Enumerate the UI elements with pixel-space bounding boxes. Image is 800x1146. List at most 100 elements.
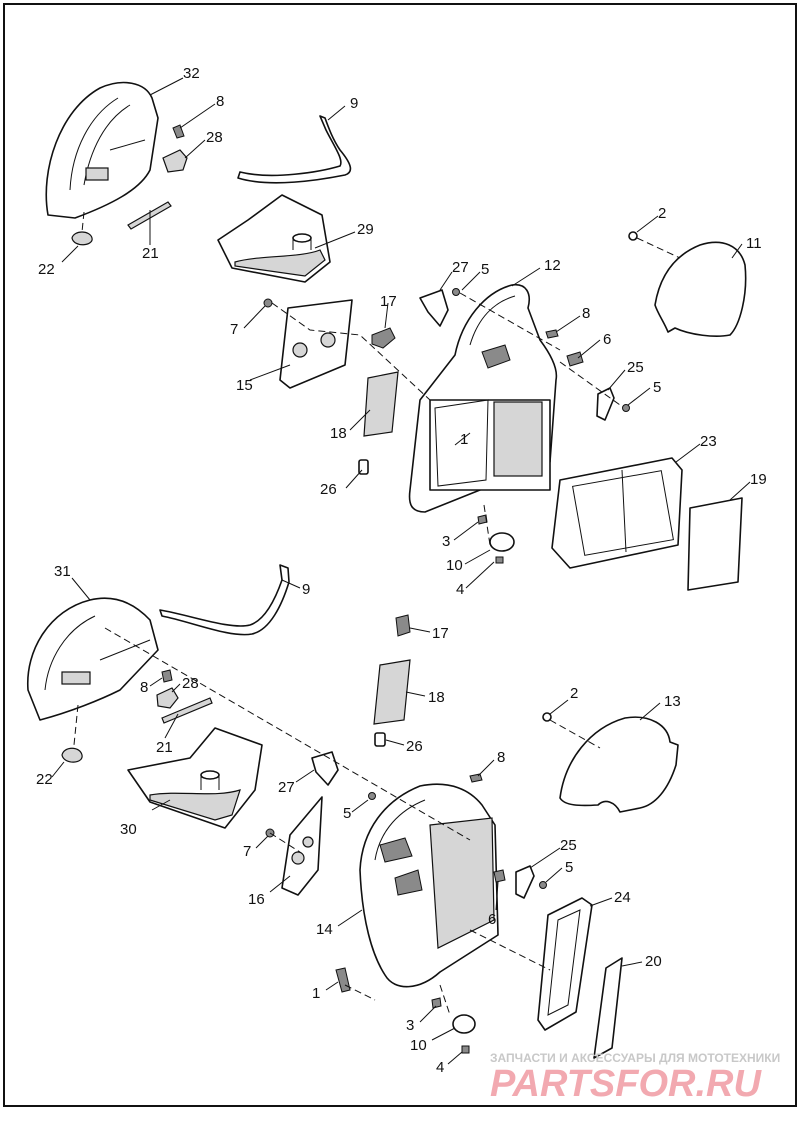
callout-4: 4 [456,581,464,598]
callout-11: 11 [746,235,762,252]
part-8-screw-b [469,773,483,783]
callout-22: 22 [38,261,55,278]
callout-18: 18 [428,689,445,706]
callout-17: 17 [432,625,449,642]
callout-2: 2 [570,685,578,702]
part-26-plug [374,732,386,747]
callout-4: 4 [436,1059,444,1076]
callout-25: 25 [560,837,577,854]
callout-18: 18 [330,425,347,442]
callout-21: 21 [142,245,159,262]
part-6-clip [493,869,506,883]
callout-5b: 5 [565,859,573,876]
part-25-clamp [596,387,615,421]
callout-8: 8 [140,679,148,696]
part-3-pin [431,997,442,1009]
callout-8b: 8 [497,749,505,766]
callout-3: 3 [442,533,450,550]
callout-6: 6 [488,911,496,928]
lower-assembly [27,564,679,1059]
callout-28: 28 [206,129,223,146]
callout-1: 1 [460,431,468,448]
part-17-latch [371,327,396,349]
part-25-clamp [515,865,535,899]
watermark-brand: PARTSFOR.RU [490,1063,762,1105]
part-12-body [408,283,558,513]
part-23-frame [551,457,683,569]
part-2-washer [628,231,638,241]
callout-5b: 5 [653,379,661,396]
callout-10: 10 [410,1037,427,1054]
part-8-screw [172,124,185,139]
callout-30: 30 [120,821,137,838]
part-20-cover [593,957,623,1059]
callout-28: 28 [182,675,199,692]
callout-1: 1 [312,985,320,1002]
callout-6: 6 [603,331,611,348]
callout-31: 31 [54,563,71,580]
upper-assembly [45,81,747,591]
callout-13: 13 [664,693,681,710]
callout-7: 7 [230,321,238,338]
callout-19: 19 [750,471,767,488]
part-10-bulb-socket [452,1014,476,1034]
part-31-outer-cap [27,597,159,721]
callout-16: 16 [248,891,265,908]
callout-5: 5 [481,261,489,278]
callout-3: 3 [406,1017,414,1034]
watermark: ЗАПЧАСТИ И АКСЕССУАРЫ ДЛЯ МОТОТЕХНИКИ PA… [490,1051,780,1105]
part-8-screw [161,669,173,683]
diagram-frame [3,3,797,1107]
part-5-nut-b [539,881,547,889]
callout-2: 2 [658,205,666,222]
callout-24: 24 [614,889,631,906]
callout-17: 17 [380,293,397,310]
part-4-spacer [461,1045,470,1054]
callout-12: 12 [544,257,561,274]
callout-7: 7 [243,843,251,860]
part-13-visor [559,716,679,813]
callout-10: 10 [446,557,463,574]
callout-21: 21 [156,739,173,756]
callout-27: 27 [278,779,295,796]
part-22-clip [61,747,83,763]
part-32-outer-cap [45,81,159,219]
part-29-tray [217,194,331,283]
part-28-grommet [162,149,188,173]
part-17-latch [395,614,411,637]
callout-20: 20 [645,953,662,970]
callout-32: 32 [183,65,200,82]
callout-leaders [51,77,751,1065]
callout-9: 9 [350,95,358,112]
callout-23: 23 [700,433,717,450]
part-7-nut [263,298,273,308]
part-30-tray [127,727,263,829]
callout-22: 22 [36,771,53,788]
part-5-nut-a [368,792,376,800]
part-6-clip [566,351,584,367]
part-27-bracket [311,751,339,786]
callout-27: 27 [452,259,469,276]
callout-14: 14 [316,921,333,938]
callouts-upper: 32 8 28 9 21 22 29 2 11 27 5 12 7 17 8 6… [38,65,767,598]
part-11-visor [654,241,747,337]
callout-25: 25 [627,359,644,376]
part-2-washer [542,712,552,722]
callout-8b: 8 [582,305,590,322]
callouts-lower: 31 9 17 8 28 18 2 13 21 26 22 8 30 27 5 … [36,563,681,1076]
part-10-bulb-socket [489,532,515,552]
part-18-lens [363,371,399,437]
callout-26: 26 [406,738,423,755]
callout-5: 5 [343,805,351,822]
callout-29: 29 [357,221,374,238]
part-19-cover [687,497,743,591]
part-14-body [359,783,499,988]
callout-15: 15 [236,377,253,394]
part-9-wire-upper [237,115,352,184]
part-18-lens [373,659,411,725]
part-5-nut-a [452,288,460,296]
part-9-wire-lower [159,564,290,636]
watermark-tagline: ЗАПЧАСТИ И АКСЕССУАРЫ ДЛЯ МОТОТЕХНИКИ [490,1051,780,1065]
